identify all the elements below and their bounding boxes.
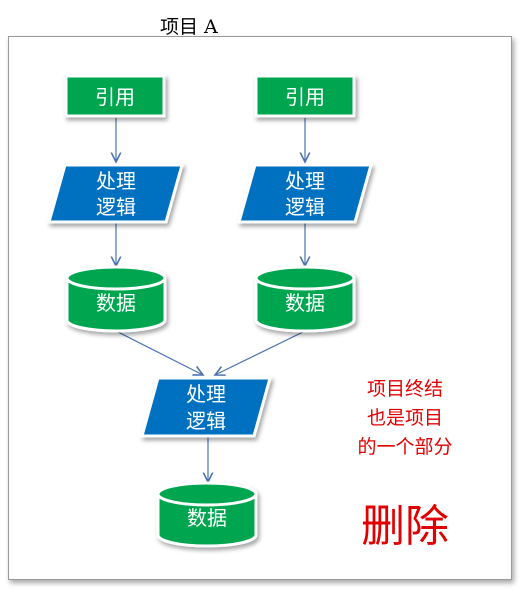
data-cylinder-bottom: 数据 [156,481,258,548]
project-end-note: 项目终结 也是项目 的一个部分 [330,375,480,462]
note-line-3: 的一个部分 [357,436,453,458]
data-bottom-label: 数据 [187,506,227,530]
ref-right-label: 引用 [285,85,325,109]
data-left-label: 数据 [96,291,136,315]
data-right-label: 数据 [285,291,325,315]
logic-center-line-1: 处理 [186,382,226,406]
logic-left-line-1: 处理 [96,169,136,193]
diagram-title: 项目 A [160,16,218,38]
arrow-data-left-to-logic-center [115,330,203,375]
logic-center-line-2: 逻辑 [186,409,226,433]
note-line-2: 也是项目 [366,407,443,429]
ref-box-left: 引用 [64,74,166,118]
arrow-data-right-to-logic-center [215,330,306,375]
data-cylinder-right: 数据 [254,265,356,333]
data-cylinder-left: 数据 [65,265,167,333]
logic-right-line-1: 处理 [285,169,325,193]
logic-box-center: 处理 逻辑 [140,376,272,438]
logic-right-line-2: 逻辑 [285,195,325,219]
delete-label: 删除 [361,501,449,552]
ref-left-label: 引用 [95,85,135,109]
logic-box-right: 处理 逻辑 [237,163,373,224]
logic-box-left: 处理 逻辑 [47,163,184,224]
note-line-1: 项目终结 [366,378,443,400]
logic-left-line-2: 逻辑 [96,195,136,219]
connector-arrows [116,118,305,482]
ref-box-right: 引用 [254,74,356,118]
